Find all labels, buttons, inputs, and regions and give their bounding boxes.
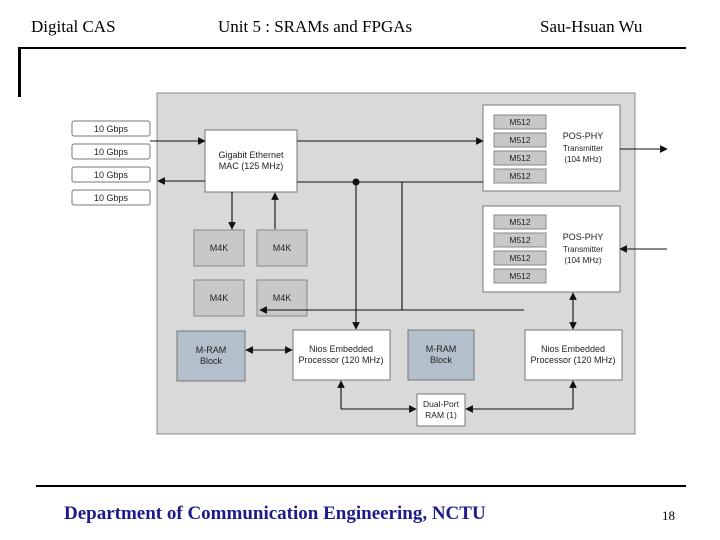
page-number: 18: [662, 508, 675, 523]
pos-phy-top-line-2: Transmitter: [563, 144, 603, 153]
pos-phy-block-bottom: M512 M512 M512 M512 POS-PHY Transmitter …: [482, 205, 621, 293]
nios-left-line-1: Nios Embedded: [309, 344, 373, 354]
m512-label: M512: [509, 117, 531, 127]
m512-label: M512: [509, 171, 531, 181]
m512-label: M512: [509, 135, 531, 145]
mram-block-middle: M-RAM Block: [407, 329, 475, 381]
header-course-title: Digital CAS: [31, 17, 116, 36]
ethernet-mac-block: Gigabit Ethernet MAC (125 MHz): [204, 129, 298, 193]
ethernet-mac-line-1: Gigabit Ethernet: [218, 150, 284, 160]
m512-label: M512: [509, 217, 531, 227]
header-author: Sau-Hsuan Wu: [540, 17, 643, 36]
link-label: 10 Gbps: [94, 124, 129, 134]
footer-department: Department of Communication Engineering,…: [64, 503, 486, 524]
pos-phy-bottom-line-3: (104 MHz): [564, 256, 602, 265]
m4k-block-4: M4K: [256, 279, 308, 317]
mram-mid-line-2: Block: [430, 355, 453, 365]
m4k-label: M4K: [273, 293, 292, 303]
mram-left-line-1: M-RAM: [196, 345, 227, 355]
link-10gbps-2: 10 Gbps: [71, 143, 151, 160]
m4k-block-1: M4K: [193, 229, 245, 267]
dual-port-ram-block: Dual-Port RAM (1): [416, 393, 466, 427]
m4k-label: M4K: [210, 293, 229, 303]
dual-port-line-2: RAM (1): [425, 410, 457, 420]
mram-left-line-2: Block: [200, 356, 223, 366]
pos-phy-bottom-line-1: POS-PHY: [563, 232, 604, 242]
bottom-rule: [36, 485, 686, 487]
mram-mid-line-1: M-RAM: [426, 344, 457, 354]
m4k-label: M4K: [210, 243, 229, 253]
m4k-label: M4K: [273, 243, 292, 253]
m512-label: M512: [509, 235, 531, 245]
link-10gbps-3: 10 Gbps: [71, 166, 151, 183]
link-label: 10 Gbps: [94, 193, 129, 203]
nios-processor-left: Nios Embedded Processor (120 MHz): [292, 329, 391, 381]
link-10gbps-1: 10 Gbps: [71, 120, 151, 137]
link-label: 10 Gbps: [94, 170, 129, 180]
dual-port-line-1: Dual-Port: [423, 399, 460, 409]
m4k-block-2: M4K: [256, 229, 308, 267]
header-unit-title: Unit 5 : SRAMs and FPGAs: [218, 17, 413, 36]
link-label: 10 Gbps: [94, 147, 129, 157]
top-rule: [18, 47, 686, 49]
ethernet-mac-line-2: MAC (125 MHz): [219, 161, 284, 171]
pos-phy-bottom-line-2: Transmitter: [563, 245, 603, 254]
m512-label: M512: [509, 271, 531, 281]
pos-phy-block-top: M512 M512 M512 M512 POS-PHY Transmitter …: [482, 104, 621, 192]
nios-right-line-1: Nios Embedded: [541, 344, 605, 354]
connections: [150, 137, 668, 413]
m4k-block-3: M4K: [193, 279, 245, 317]
pos-phy-top-line-3: (104 MHz): [564, 155, 602, 164]
nios-right-line-2: Processor (120 MHz): [530, 355, 615, 365]
m512-label: M512: [509, 253, 531, 263]
m512-label: M512: [509, 153, 531, 163]
pos-phy-top-line-1: POS-PHY: [563, 131, 604, 141]
link-10gbps-4: 10 Gbps: [71, 189, 151, 206]
left-rule: [18, 47, 21, 97]
junction-dot: [352, 178, 360, 186]
nios-processor-right: Nios Embedded Processor (120 MHz): [524, 329, 623, 381]
nios-left-line-2: Processor (120 MHz): [298, 355, 383, 365]
mram-block-left: M-RAM Block: [176, 330, 246, 382]
